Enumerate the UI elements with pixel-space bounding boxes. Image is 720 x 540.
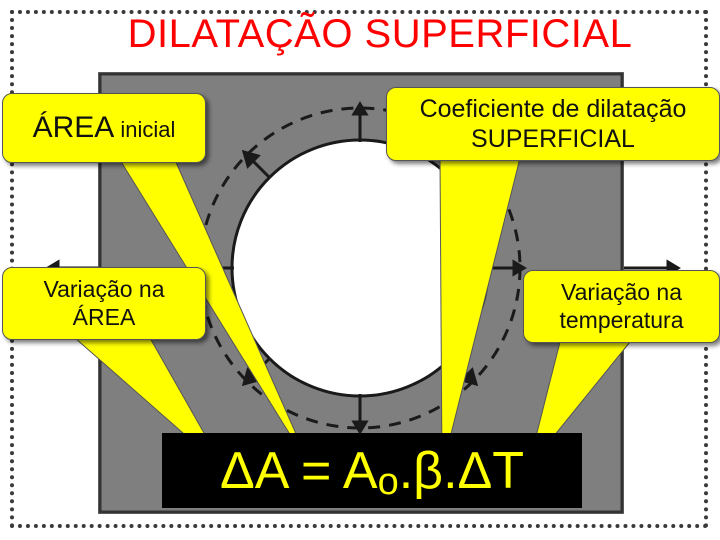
callout-coef-line2: SUPERFICIAL bbox=[471, 125, 635, 153]
formula-delta-1: Δ bbox=[219, 441, 255, 500]
arrow-right-icon bbox=[512, 259, 527, 277]
callout-var-temp-line1: Variação na bbox=[560, 278, 683, 305]
formula-subscript: o bbox=[377, 461, 399, 503]
callout-area-initial: ÁREA inicial bbox=[2, 93, 206, 163]
callout-coef-line1: Coeficiente de dilatação bbox=[419, 95, 687, 123]
arrow-downright-icon bbox=[459, 367, 479, 387]
arrow-upleft-icon bbox=[241, 149, 261, 169]
callout-var-temp-line2: temperatura bbox=[559, 306, 684, 333]
arrow-down-icon bbox=[351, 420, 369, 435]
callout-variation-temperature: Variação na temperatura bbox=[523, 270, 720, 343]
arrow-up-icon bbox=[351, 101, 369, 116]
callout-pointers bbox=[73, 157, 632, 471]
page-title: DILATAÇÃO SUPERFICIAL bbox=[127, 12, 633, 56]
formula-delta-2: Δ bbox=[457, 441, 493, 500]
callout-var-area-line1: Variação na bbox=[43, 275, 165, 302]
formula-rest: .β. bbox=[398, 441, 458, 500]
callout-var-area-line2: ÁREA bbox=[72, 303, 136, 330]
callout-variation-area: Variação na ÁREA bbox=[2, 267, 206, 340]
callout-area-text: ÁREA inicial bbox=[33, 110, 176, 146]
callout-area-small: inicial bbox=[120, 117, 176, 142]
formula-lhs: A = A bbox=[254, 441, 378, 500]
callout-coefficient: Coeficiente de dilatação SUPERFICIAL bbox=[386, 87, 720, 161]
formula-last: T bbox=[492, 441, 525, 500]
callout-area-big: ÁREA bbox=[32, 111, 115, 144]
